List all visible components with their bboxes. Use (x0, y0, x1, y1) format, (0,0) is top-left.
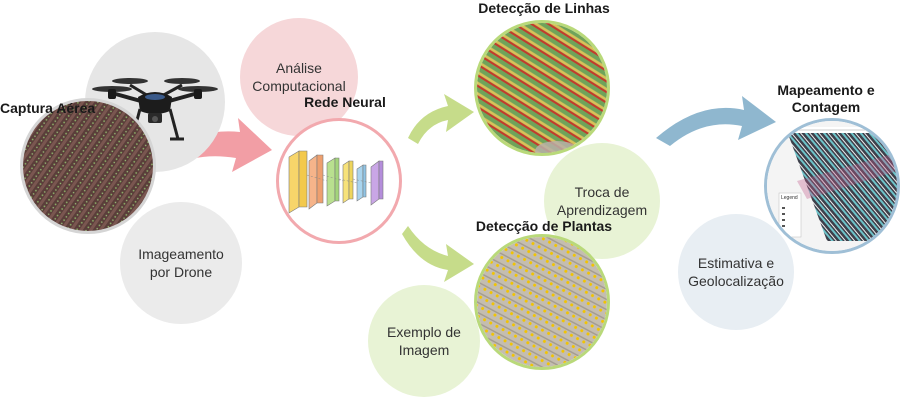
field-texture (23, 101, 153, 231)
plants-title: Detecção de Plantas (475, 218, 613, 234)
mapping-texture (767, 121, 897, 251)
arrow-network-to-plants (402, 226, 474, 282)
arrow-capture-to-network (168, 118, 272, 172)
plants-caption-circle: Exemplo de Imagem (368, 285, 480, 397)
map-legend-title: Legend (781, 195, 798, 201)
plants-caption: Exemplo de Imagem (387, 323, 461, 358)
lines-detection-image (474, 20, 610, 156)
aerial-field-image (20, 98, 156, 234)
mapping-title: Mapeamento e Contagem (777, 82, 875, 115)
capture-caption: Imageamento por Drone (138, 245, 224, 280)
network-caption-circle: Análise Computacional (240, 18, 358, 136)
plants-detection-image (474, 234, 610, 370)
arrow-network-to-lines (408, 94, 474, 144)
arrow-transfer-to-mapping (656, 96, 776, 146)
lines-title: Detecção de Linhas (478, 0, 610, 16)
mapping-caption-circle: Estimativa e Geolocalização (678, 214, 794, 330)
network-title: Rede Neural (304, 94, 386, 110)
transfer-caption: Troca de Aprendizagem (556, 183, 648, 218)
network-caption: Análise Computacional (252, 59, 346, 94)
drone-icon (92, 78, 218, 141)
capture-caption-circle: Imageamento por Drone (120, 202, 242, 324)
lines-texture (477, 23, 607, 153)
network-circle (276, 118, 402, 244)
mapping-image: Legend (764, 118, 900, 254)
neural-network-icon (288, 150, 384, 214)
plants-texture (477, 237, 607, 367)
capture-title: Captura Aérea (0, 100, 96, 116)
mapping-caption: Estimativa e Geolocalização (688, 254, 784, 289)
